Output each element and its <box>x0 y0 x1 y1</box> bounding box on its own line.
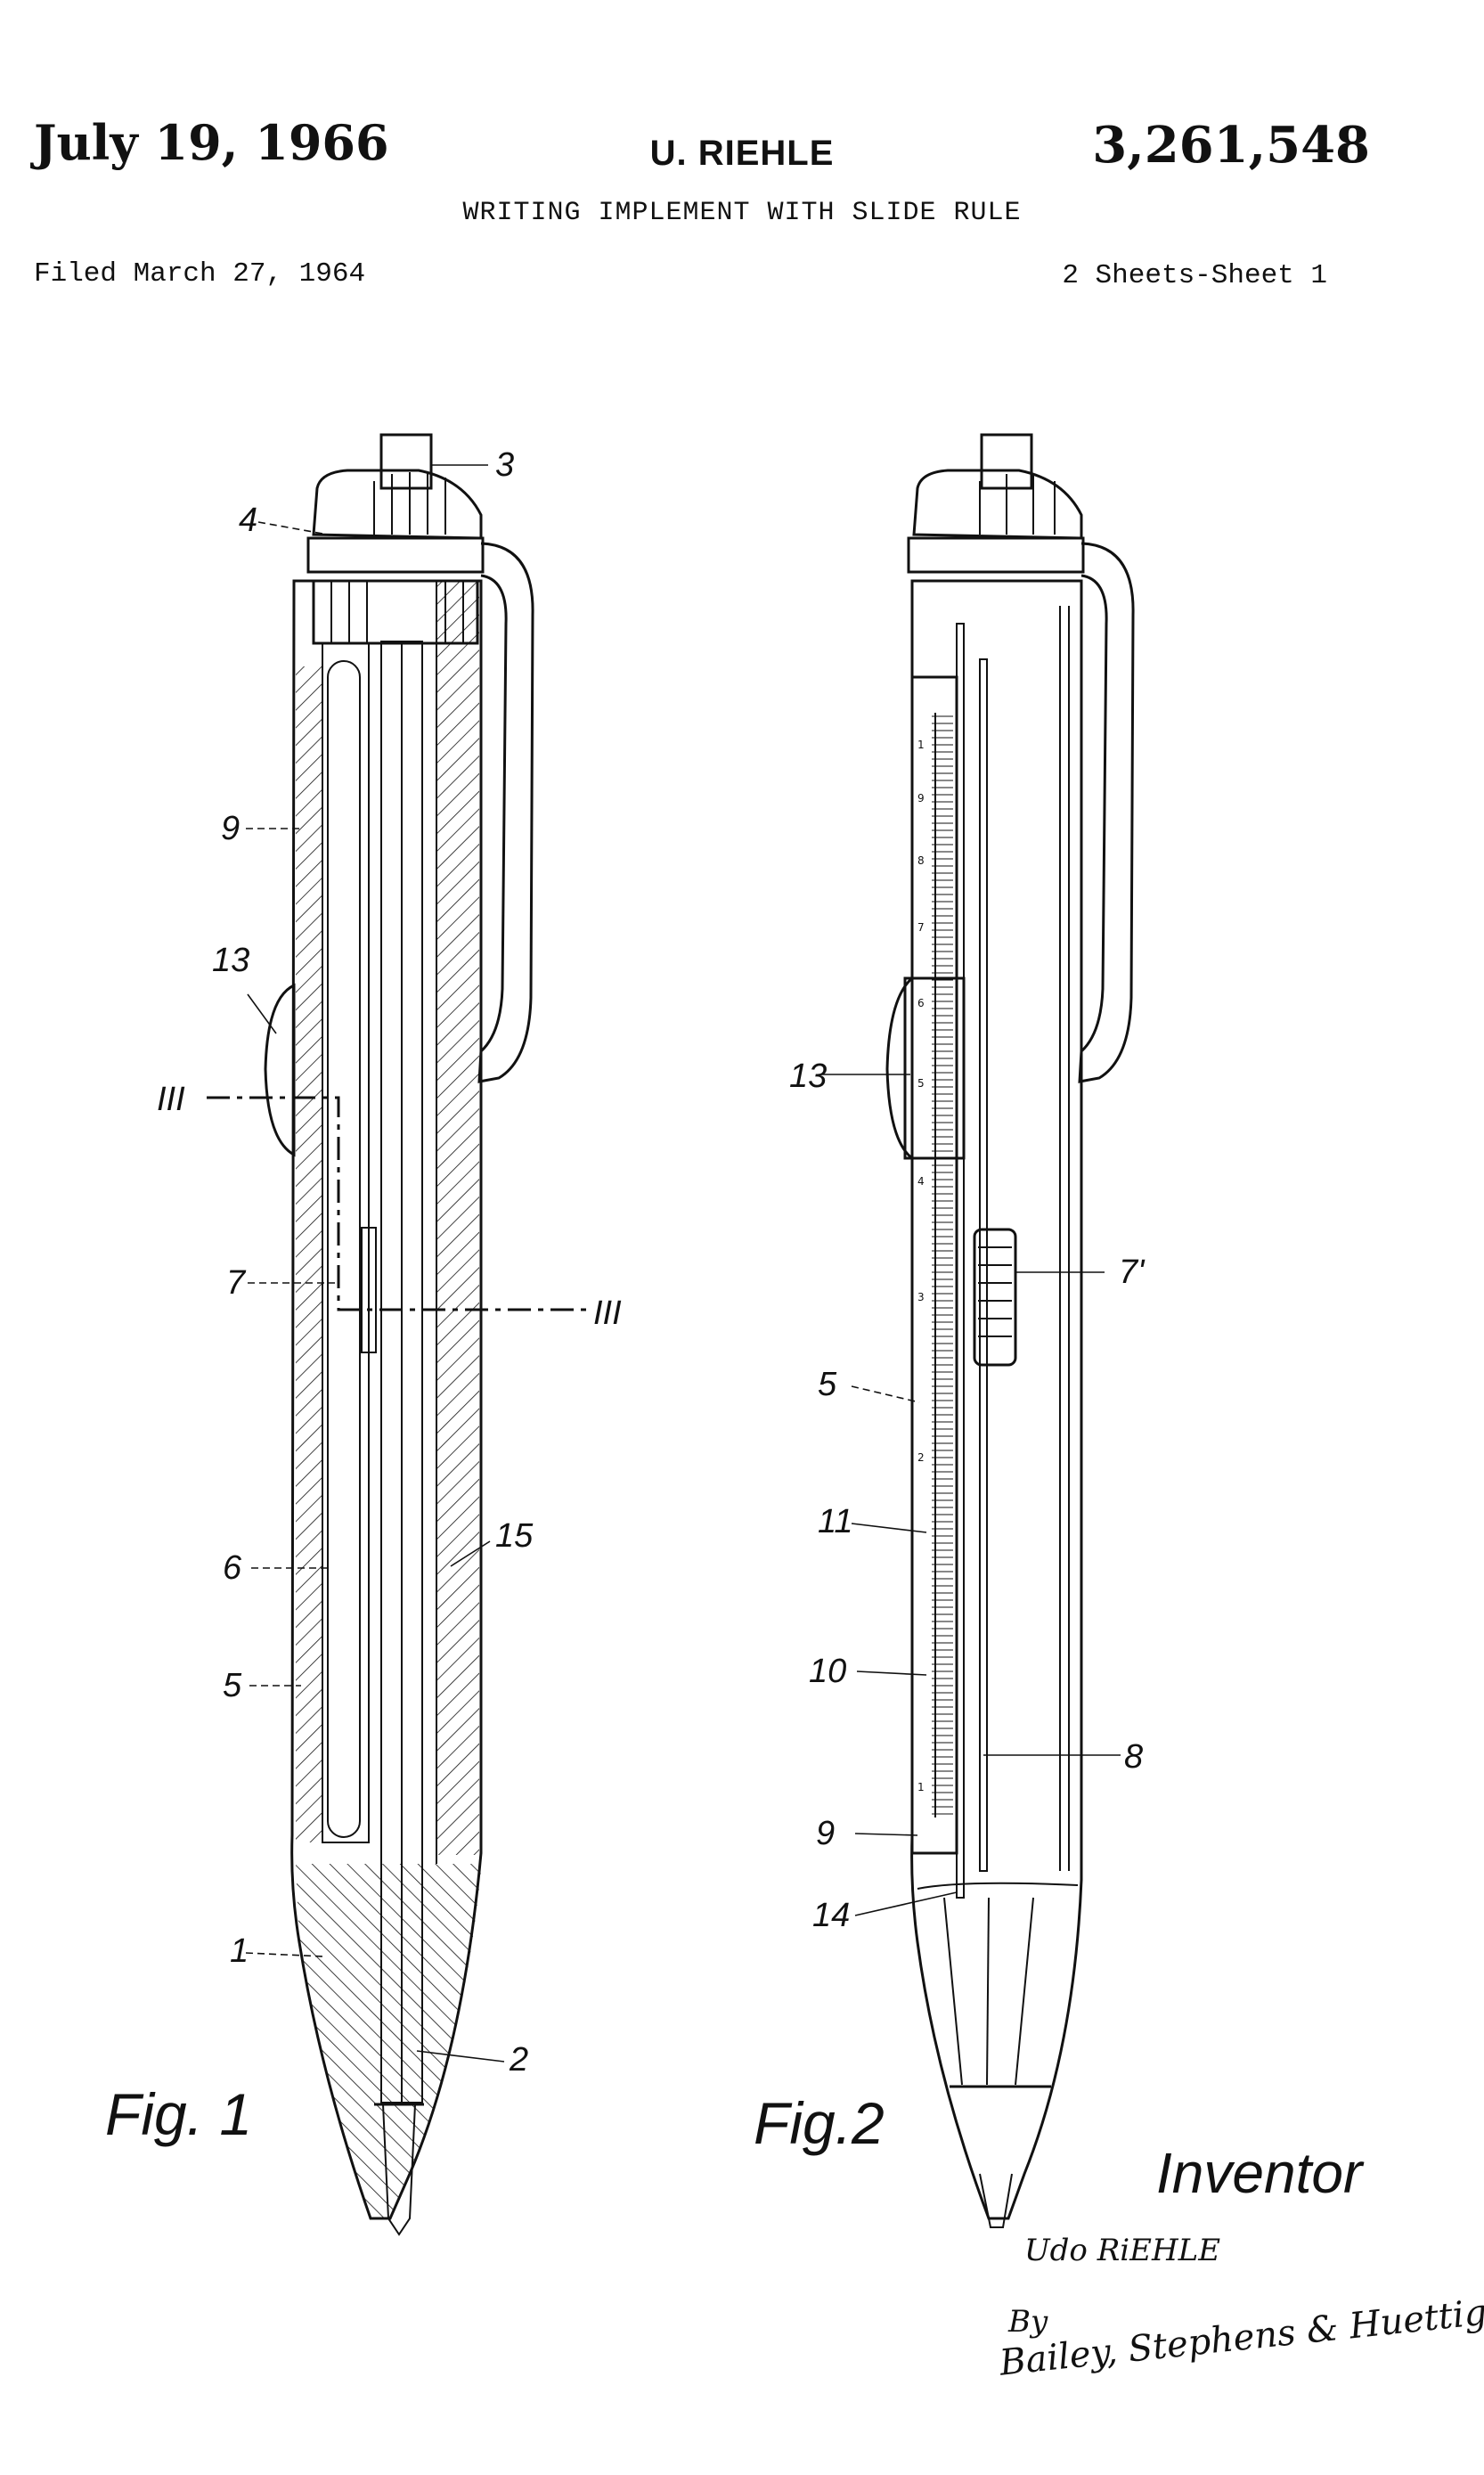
svg-text:1: 1 <box>917 1781 925 1793</box>
fig1-cap <box>312 469 483 540</box>
fig2-ref-8: 8 <box>1124 1738 1143 1776</box>
fig1-cursor <box>264 983 296 1157</box>
svg-text:5: 5 <box>917 1077 925 1090</box>
svg-text:1: 1 <box>917 739 925 751</box>
inventor-label: Inventor <box>1156 2141 1363 2205</box>
fig2-ref-13: 13 <box>789 1058 827 1095</box>
by-label: By <box>1008 2304 1048 2340</box>
fig2-clip <box>1078 542 1135 1083</box>
inventor-name-header: U. RIEHLE <box>649 134 835 173</box>
fig2-ref-11: 11 <box>818 1503 852 1540</box>
fig1-ref-9: 9 <box>221 810 240 847</box>
fig1-ref-III-a: III <box>157 1081 185 1118</box>
fig2-ref-10: 10 <box>809 1653 846 1690</box>
fig2-cursor <box>885 975 914 1162</box>
fig1-plunger <box>379 433 433 490</box>
inventor-signature: Udo RiEHLE <box>1024 2233 1221 2268</box>
fig1-drawing: 3 4 9 13 III 7 III 6 15 5 1 2 Fig. 1 <box>105 433 622 2236</box>
sheet-count: 2 Sheets-Sheet 1 <box>1062 260 1327 291</box>
fig1-ref-5: 5 <box>223 1667 242 1704</box>
fig2-body <box>910 579 1083 2220</box>
fig1-label: Fig. 1 <box>105 2081 252 2147</box>
patent-date: July 19, 1966 <box>34 114 389 171</box>
fig1-ref-1: 1 <box>230 1932 249 1970</box>
svg-text:4: 4 <box>917 1175 925 1188</box>
fig2-cap <box>912 469 1083 540</box>
fig2-drawing: 1 9 8 7 6 5 4 3 2 1 13 7' 5 11 10 8 9 14… <box>754 433 1146 2228</box>
fig2-ref-9: 9 <box>816 1815 835 1852</box>
fig1-ref-III-b: III <box>593 1295 622 1332</box>
fig1-ref-7: 7 <box>226 1264 247 1302</box>
svg-text:2: 2 <box>917 1451 925 1464</box>
filed-date: Filed March 27, 1964 <box>34 258 366 290</box>
svg-text:7: 7 <box>917 921 925 934</box>
fig2-label: Fig.2 <box>754 2090 885 2156</box>
fig2-ref-14: 14 <box>812 1897 850 1934</box>
svg-text:9: 9 <box>917 792 925 805</box>
fig1-ref-15: 15 <box>495 1517 534 1555</box>
fig2-slide-rule <box>910 675 958 1855</box>
fig1-section-line <box>207 1096 588 1311</box>
fig2-knob <box>973 1228 1017 1367</box>
fig1-ref-3: 3 <box>495 446 514 484</box>
fig1-clip <box>477 542 534 1083</box>
patent-title: WRITING IMPLEMENT WITH SLIDE RULE <box>462 198 1022 228</box>
fig1-collar <box>306 536 485 574</box>
fig1-ref-4: 4 <box>239 502 257 539</box>
patent-number: 3,261,548 <box>1092 116 1370 175</box>
fig1-ref-2: 2 <box>509 2041 528 2079</box>
fig1-ref-13: 13 <box>212 942 249 979</box>
svg-text:8: 8 <box>917 854 925 867</box>
fig2-ref-7p: 7' <box>1119 1254 1146 1291</box>
svg-text:3: 3 <box>917 1291 925 1303</box>
svg-text:6: 6 <box>917 997 925 1009</box>
fig2-ref-5: 5 <box>818 1366 837 1403</box>
fig1-ref-6: 6 <box>223 1549 242 1587</box>
